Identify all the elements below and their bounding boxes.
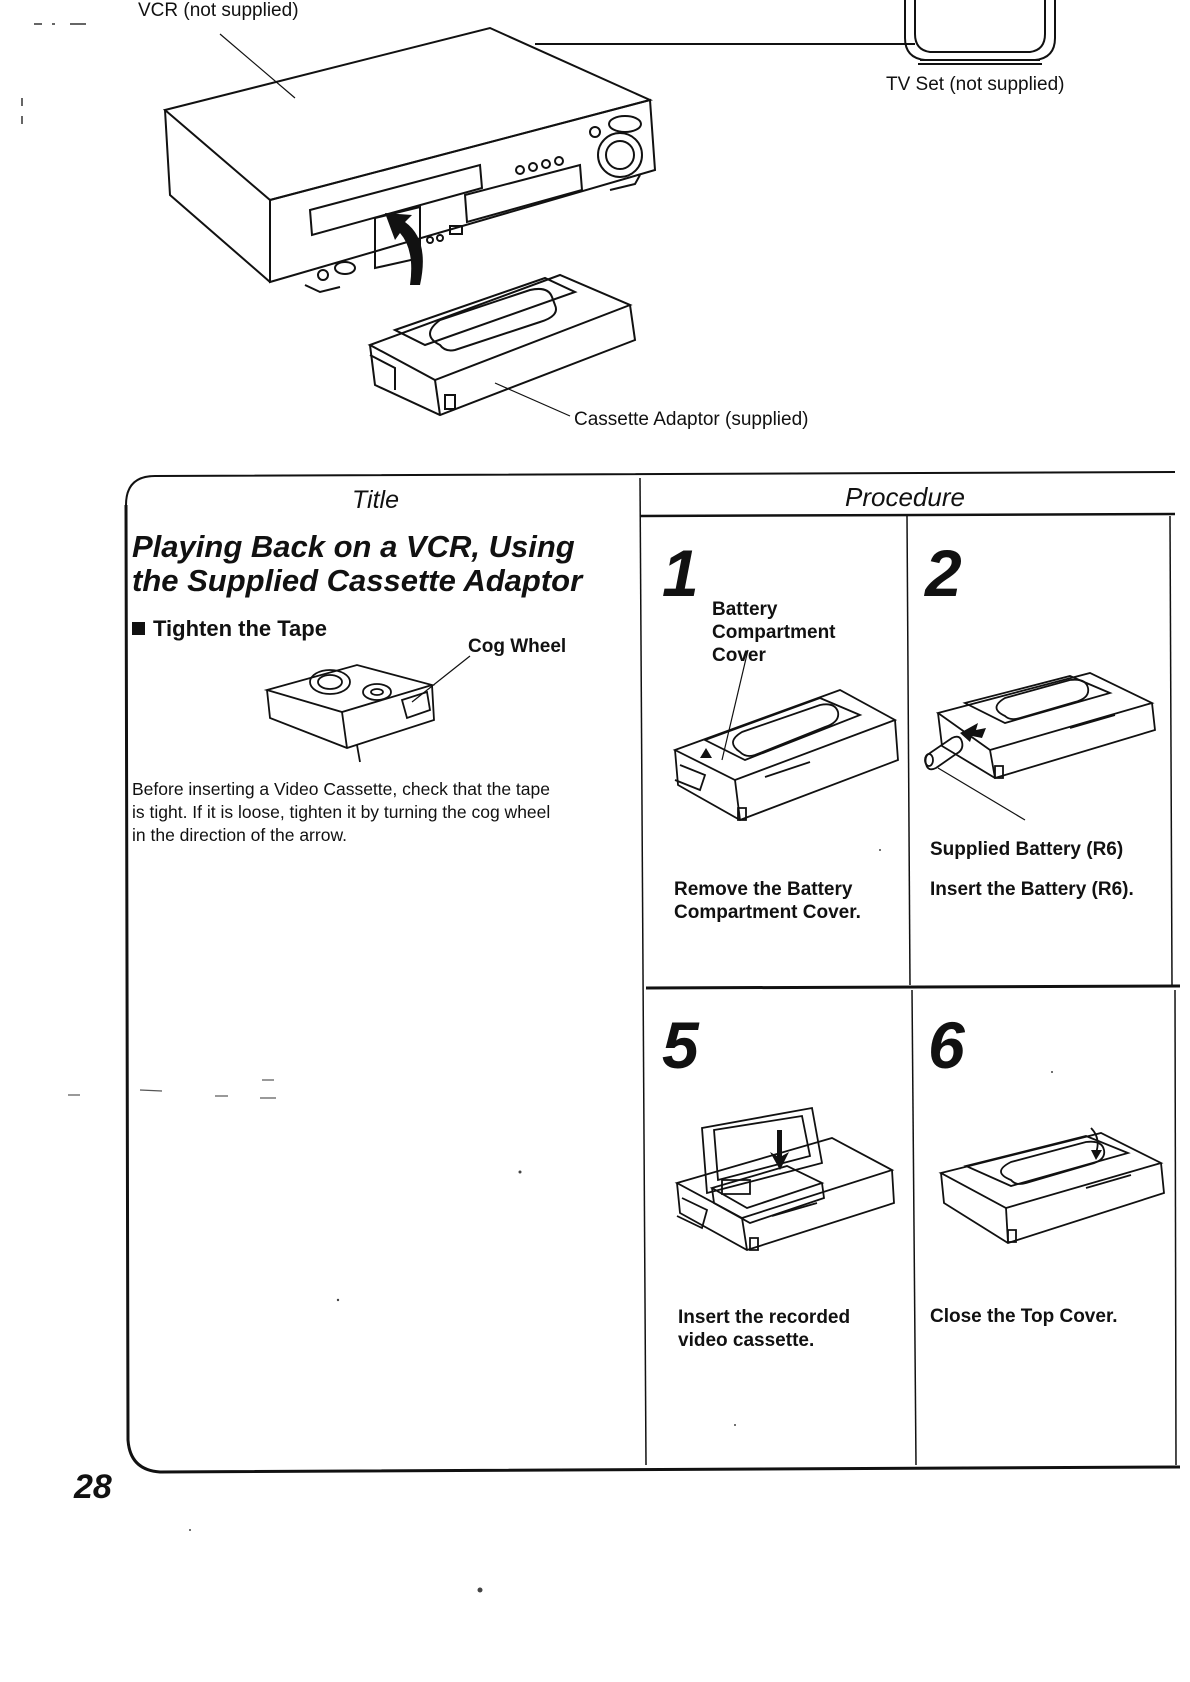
table-frame [0, 0, 1190, 1000]
vcr-setup-illustration: VCR (not supplied) TV Set (not supplied)… [0, 0, 1190, 440]
subheading-text: Tighten the Tape [153, 616, 327, 641]
step-6-caption: Close the Top Cover. [930, 1305, 1118, 1328]
subheading: Tighten the Tape [132, 616, 327, 642]
step-1-callout-line-1: Battery [712, 599, 778, 620]
step-1-callout-line-2: Compartment [712, 622, 836, 643]
step-2-caption-line-1: Insert the Battery (R6). [930, 879, 1134, 900]
procedure-column-header: Procedure [845, 482, 965, 512]
tv-label: TV Set (not supplied) [886, 74, 1065, 95]
step-6-number: 6 [928, 1008, 965, 1082]
step-1-callout-line-3: Cover [712, 645, 766, 666]
tape-instructions-line-3: in the direction of the arrow. [132, 825, 347, 845]
title-column-header: Title [352, 486, 400, 514]
page-number: 28 [74, 1468, 112, 1506]
step-2-adaptor-drawing [920, 668, 1160, 838]
step-5-caption-line-1: Insert the recorded [678, 1307, 851, 1328]
vcr-label: VCR (not supplied) [138, 0, 299, 21]
step-1-caption-line-2: Compartment Cover. [674, 902, 861, 923]
step-2-caption: Insert the Battery (R6). [930, 878, 1134, 901]
step-2-number: 2 [925, 536, 962, 610]
step-1-callout: Battery Compartment Cover [712, 598, 836, 667]
step-1-caption: Remove the Battery Compartment Cover. [674, 878, 861, 924]
tape-instructions-line-2: is tight. If it is loose, tighten it by … [132, 802, 551, 822]
step-6-adaptor-drawing [936, 1128, 1176, 1268]
section-heading-line-2: the Supplied Cassette Adaptor [132, 563, 583, 598]
step-6-caption-line-1: Close the Top Cover. [930, 1306, 1118, 1327]
square-bullet-icon [132, 622, 145, 635]
step-1-adaptor-drawing [670, 680, 910, 850]
step-5-number: 5 [662, 1008, 699, 1082]
cog-wheel-label: Cog Wheel [468, 636, 567, 657]
cassette-cog-drawing [262, 650, 462, 770]
step-1-caption-line-1: Remove the Battery [674, 879, 853, 900]
adaptor-label: Cassette Adaptor (supplied) [574, 409, 809, 430]
vcr-drawing [0, 0, 1190, 440]
step-5-caption-line-2: video cassette. [678, 1330, 815, 1351]
step-5-caption: Insert the recorded video cassette. [678, 1306, 850, 1352]
section-heading: Playing Back on a VCR, Using the Supplie… [132, 530, 632, 598]
step-2-callout: Supplied Battery (R6) [930, 839, 1124, 860]
step-1-number: 1 [662, 536, 699, 610]
tape-instructions: Before inserting a Video Cassette, check… [132, 778, 632, 847]
section-heading-line-1: Playing Back on a VCR, Using [132, 529, 575, 564]
tape-instructions-line-1: Before inserting a Video Cassette, check… [132, 779, 550, 799]
step-5-adaptor-drawing [672, 1108, 912, 1258]
